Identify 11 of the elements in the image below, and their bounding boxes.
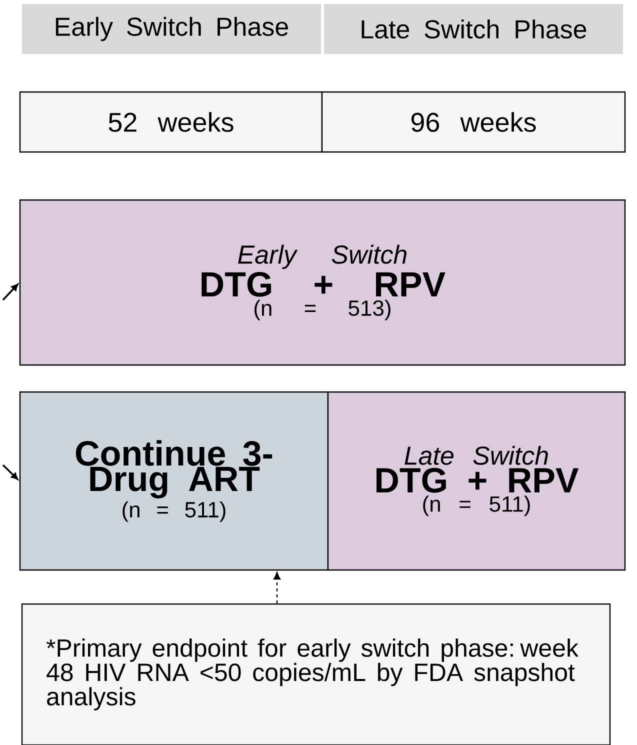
- arrow: [274, 572, 280, 604]
- treatment-box: Late Switch DTG + RPV (n = 511): [327, 391, 626, 571]
- arrow: [2, 464, 18, 480]
- phase-header: Early Switch Phase: [22, 4, 321, 54]
- phase-header: Late Switch Phase: [324, 4, 623, 54]
- duration-box: 52 weeks: [19, 91, 323, 153]
- treatment-box: Continue 3-Drug ART (n = 511): [19, 391, 329, 571]
- treatment-box: Early Switch DTG + RPV (n = 513): [19, 199, 626, 366]
- note-box: *Primary endpoint for early switch phase: week 48 HIV RNA <50 copies/mL by FDA snapshot analysis: [21, 603, 611, 745]
- duration-box: 96 weeks: [321, 91, 626, 153]
- arrow: [2, 284, 18, 301]
